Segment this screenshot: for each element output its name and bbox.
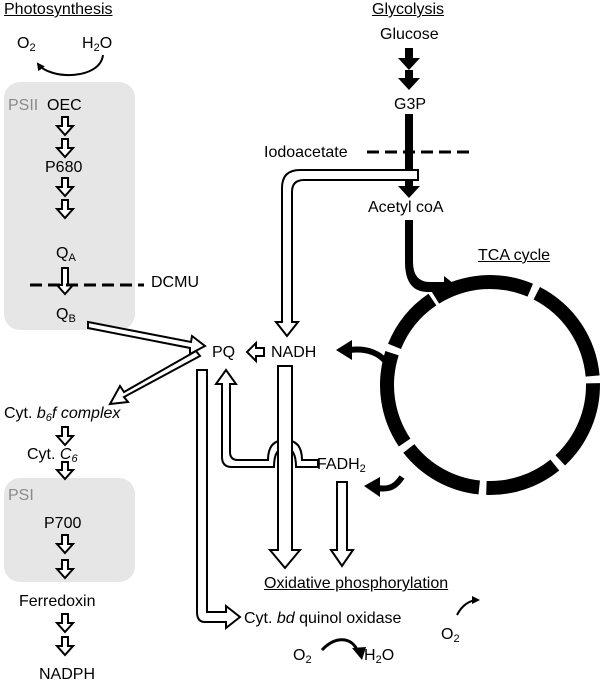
p680-label: P680 bbox=[45, 159, 83, 176]
fadh2-to-oxphos-arrow bbox=[329, 481, 355, 568]
tca-to-nadh-arrowhead bbox=[336, 340, 352, 360]
header-oxidative-phosphorylation: Oxidative phosphorylation bbox=[264, 575, 449, 592]
glycolysis-to-nadh-arrow bbox=[273, 169, 419, 338]
tca-ring-segment-2 bbox=[533, 286, 600, 377]
ferredoxin-label: Ferredoxin bbox=[19, 593, 96, 610]
oec-label: OEC bbox=[47, 97, 82, 114]
cyt-bd-quinol-oxidase-label: Cyt. bd quinol oxidase bbox=[244, 610, 402, 627]
tca-ring-segment-5 bbox=[403, 444, 480, 495]
psi-hollow-arrows bbox=[54, 426, 76, 657]
pq-label: PQ bbox=[212, 344, 236, 361]
nadh-label: NADH bbox=[271, 344, 317, 361]
glucose-label: Glucose bbox=[380, 26, 439, 43]
tca-ring-segment-3 bbox=[555, 383, 600, 466]
nadph-label: NADPH bbox=[39, 666, 96, 683]
tca-to-fadh2-arrow bbox=[377, 475, 405, 492]
o2-label-bottom: O2 bbox=[293, 647, 312, 666]
o2-up-arrow bbox=[456, 596, 480, 616]
acetyl-coa-label: Acetyl coA bbox=[368, 199, 444, 216]
tca-ring-segment-4 bbox=[486, 459, 560, 495]
tca-cycle-ring bbox=[380, 275, 600, 495]
header-glycolysis: Glycolysis bbox=[372, 1, 445, 18]
o2-label-right: O2 bbox=[441, 626, 460, 645]
qb-to-pq-arrow bbox=[87, 320, 207, 356]
psi-label: PSI bbox=[8, 487, 34, 504]
glycolysis-arrows bbox=[398, 48, 420, 198]
header-photosynthesis: Photosynthesis bbox=[4, 1, 113, 18]
fadh2-to-pq-arrow bbox=[214, 368, 319, 468]
h2o-label-top: H2O bbox=[82, 35, 113, 54]
o2-to-h2o-arrow bbox=[320, 638, 360, 653]
tca-to-nadh-arrow bbox=[349, 346, 393, 370]
header-tca-cycle: TCA cycle bbox=[478, 247, 551, 264]
psii-hollow-arrows bbox=[54, 116, 76, 296]
acetylcoa-to-tca-arrow bbox=[405, 220, 458, 298]
iodoacetate-label: Iodoacetate bbox=[264, 144, 348, 161]
pq-to-cytbd-arrow bbox=[196, 369, 242, 631]
psii-box bbox=[4, 82, 135, 330]
qb-label: QB bbox=[56, 306, 76, 325]
dcmu-label: DCMU bbox=[151, 274, 199, 291]
cyt-b6f-complex-label: Cyt. b6f complex bbox=[4, 405, 121, 424]
o2-to-h2o-arrowhead bbox=[352, 647, 366, 660]
tca-ring-segment-6 bbox=[380, 351, 411, 447]
tca-to-fadh2-arrowhead bbox=[364, 477, 380, 497]
p700-label: P700 bbox=[44, 515, 82, 532]
water-splitting-arrow bbox=[36, 54, 104, 76]
g3p-label: G3P bbox=[394, 96, 427, 113]
psi-box bbox=[4, 478, 135, 582]
nadh-to-oxphos-arrow bbox=[267, 365, 303, 570]
pq-to-cytb6f-arrow bbox=[108, 349, 202, 406]
tca-ring-segment-1 bbox=[431, 275, 533, 304]
psii-label: PSII bbox=[8, 97, 39, 114]
tca-ring-segment-7 bbox=[388, 293, 437, 350]
h2o-label-bottom: H2O bbox=[364, 647, 395, 666]
cyt-c6-label: Cyt. C6 bbox=[27, 446, 78, 465]
qa-label: QA bbox=[56, 245, 76, 264]
fadh2-label: FADH2 bbox=[317, 456, 366, 475]
nadh-to-pq-arrow bbox=[245, 340, 265, 364]
o2-label-top-left: O2 bbox=[17, 35, 36, 54]
